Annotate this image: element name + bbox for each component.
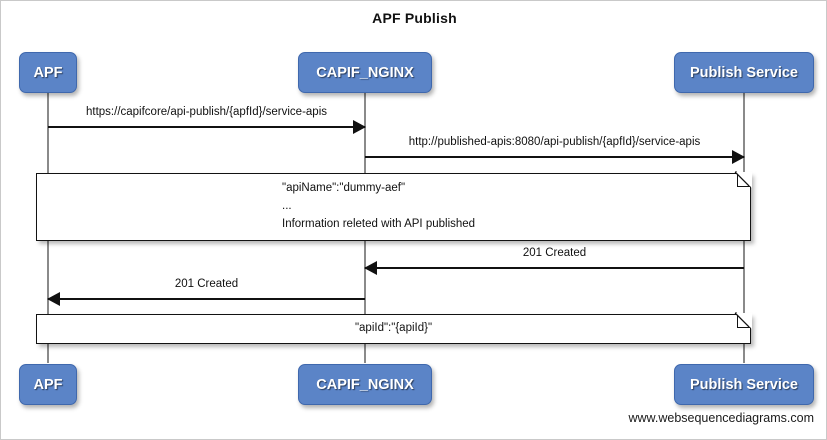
actor-box-publish-service-top[interactable]: Publish Service: [674, 52, 814, 93]
message-line-4: [48, 298, 365, 300]
message-arrow-3: 201 Created: [364, 247, 744, 276]
message-line-1: [48, 126, 365, 128]
actor-label-apf-bottom: APF: [33, 376, 63, 393]
actor-box-capif-nginx-bottom[interactable]: CAPIF_NGINX: [298, 364, 432, 405]
message-arrow-1: https://capifcore/api-publish/{apfId}/se…: [48, 106, 366, 135]
note-line-1-2: Information releted with API published: [282, 217, 476, 230]
actor-label-capif-nginx-bottom: CAPIF_NGINX: [316, 376, 414, 393]
message-label-3: 201 Created: [522, 247, 587, 259]
message-line-2: [365, 156, 744, 158]
message-label-1: https://capifcore/api-publish/{apfId}/se…: [86, 106, 327, 118]
footer-credit: www.websequencediagrams.com: [628, 411, 814, 425]
note-box-2: "apiId":"{apiId}": [36, 313, 752, 344]
message-arrow-4: 201 Created: [47, 278, 365, 307]
actor-label-apf-top: APF: [33, 64, 63, 81]
arrow-head-right-icon-1: [353, 120, 366, 134]
note-line-1-1: ...: [282, 200, 292, 213]
note-box-1: "apiName":"dummy-aef" ... Information re…: [36, 172, 752, 241]
arrow-head-left-icon-4: [47, 292, 60, 306]
actor-label-publish-service-bottom: Publish Service: [690, 376, 798, 393]
actor-box-apf-top[interactable]: APF: [19, 52, 77, 93]
actor-box-capif-nginx-top[interactable]: CAPIF_NGINX: [298, 52, 432, 93]
message-label-2: http://published-apis:8080/api-publish/{…: [408, 136, 701, 148]
arrow-head-left-icon-3: [364, 261, 377, 275]
message-arrow-2: http://published-apis:8080/api-publish/{…: [365, 136, 745, 165]
note-line-2-0: "apiId":"{apiId}": [354, 322, 433, 335]
actor-box-publish-service-bottom[interactable]: Publish Service: [674, 364, 814, 405]
actor-box-apf-bottom[interactable]: APF: [19, 364, 77, 405]
actor-label-capif-nginx-top: CAPIF_NGINX: [316, 64, 414, 81]
diagram-title: APF Publish: [372, 10, 457, 26]
message-line-3: [365, 267, 744, 269]
actor-label-publish-service-top: Publish Service: [690, 64, 798, 81]
note-line-1-0: "apiName":"dummy-aef": [282, 182, 406, 195]
arrow-head-right-icon-2: [732, 150, 745, 164]
message-label-4: 201 Created: [174, 278, 239, 290]
